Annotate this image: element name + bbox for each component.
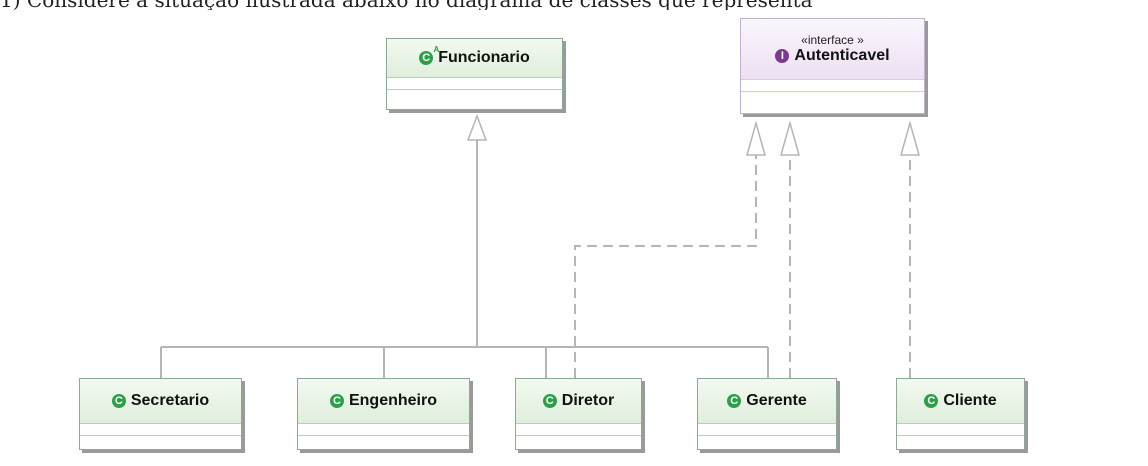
attributes-compartment	[80, 424, 241, 436]
methods-compartment	[387, 90, 562, 101]
methods-compartment	[897, 436, 1024, 447]
class-cliente[interactable]: C Cliente	[896, 378, 1025, 450]
class-header: C Diretor	[516, 379, 641, 424]
interface-autenticavel[interactable]: «interface » I Autenticavel	[740, 18, 925, 114]
class-name-gerente: Gerente	[746, 392, 807, 409]
class-name-autenticavel: Autenticavel	[794, 47, 890, 64]
realization-arrowhead-cliente	[900, 120, 920, 156]
methods-compartment	[741, 92, 924, 103]
class-icon: C	[727, 394, 742, 408]
methods-compartment	[298, 436, 469, 447]
class-header: C Gerente	[698, 379, 836, 424]
class-header: C Cliente	[897, 379, 1024, 424]
generalization-lines	[160, 140, 769, 378]
interface-header: «interface » I Autenticavel	[741, 19, 924, 80]
class-name-diretor: Diretor	[561, 392, 615, 409]
stereotype-label: «interface »	[801, 33, 864, 47]
attributes-compartment	[897, 424, 1024, 436]
attributes-compartment	[387, 78, 562, 90]
methods-compartment	[80, 436, 241, 447]
realization-lines	[574, 155, 911, 378]
class-icon: C	[111, 394, 126, 408]
class-icon: C	[924, 394, 939, 408]
class-name-funcionario: Funcionario	[438, 49, 530, 66]
attributes-compartment	[298, 424, 469, 436]
class-gerente[interactable]: C Gerente	[697, 378, 837, 450]
class-icon: C	[329, 394, 344, 408]
class-engenheiro[interactable]: C Engenheiro	[297, 378, 470, 450]
class-name-secretario: Secretario	[130, 392, 210, 409]
realization-arrowhead-diretor	[746, 120, 766, 156]
attributes-compartment	[516, 424, 641, 436]
diretor-realization-line	[574, 155, 757, 378]
interface-icon: I	[775, 49, 790, 63]
class-secretario[interactable]: C Secretario	[79, 378, 242, 450]
methods-compartment	[516, 436, 641, 447]
methods-compartment	[698, 436, 836, 447]
attributes-compartment	[741, 80, 924, 92]
attributes-compartment	[698, 424, 836, 436]
class-diretor[interactable]: C Diretor	[515, 378, 642, 450]
class-name-cliente: Cliente	[943, 392, 997, 409]
generalization-arrowhead	[466, 113, 488, 141]
realization-arrowhead-gerente	[780, 120, 800, 156]
cropped-header-text: 1) Considere a situação ilustrada abaixo…	[0, 0, 1148, 10]
class-header: C Secretario	[80, 379, 241, 424]
class-header: C Engenheiro	[298, 379, 469, 424]
class-icon: C	[542, 394, 557, 408]
class-name-engenheiro: Engenheiro	[348, 392, 437, 409]
